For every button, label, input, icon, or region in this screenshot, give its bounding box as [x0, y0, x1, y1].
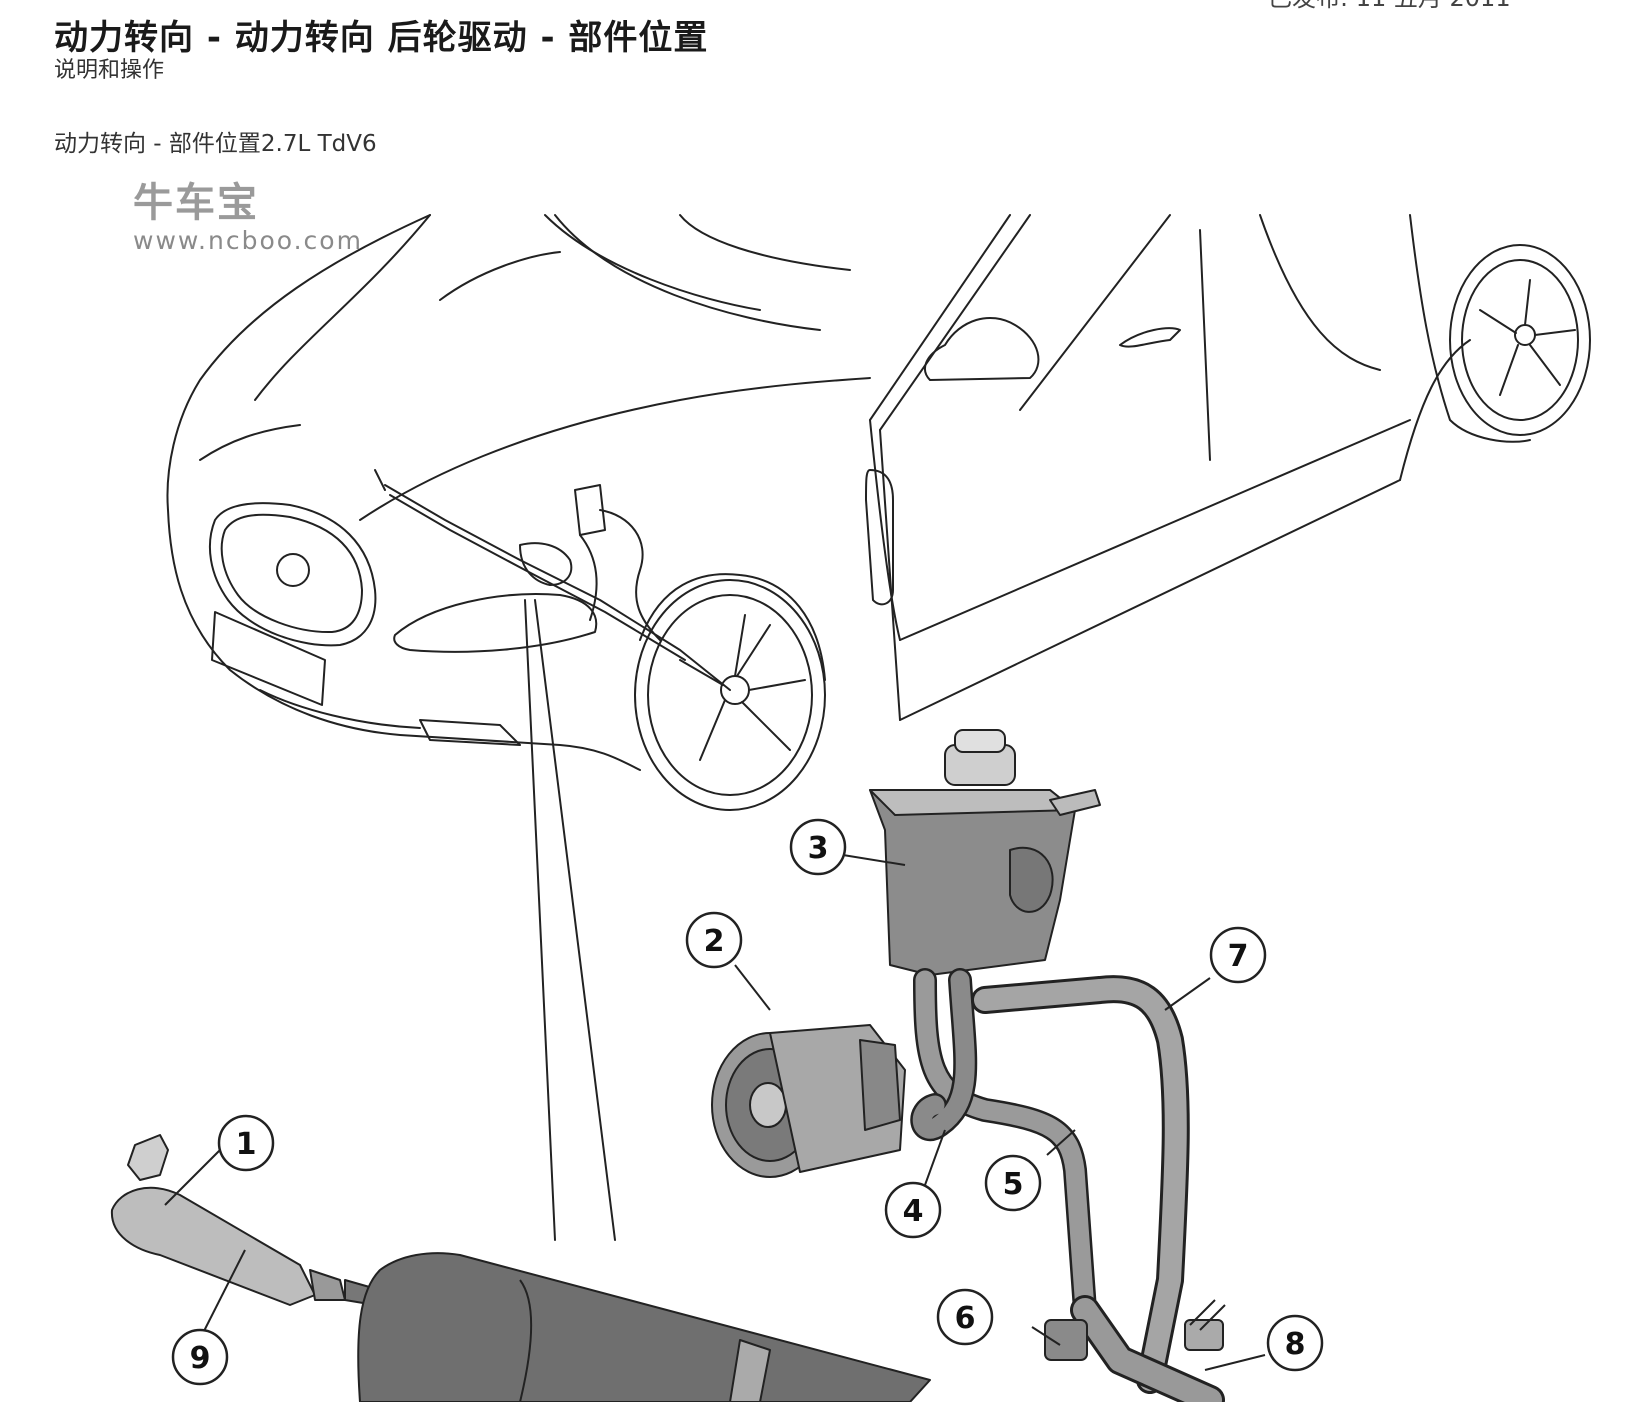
callout-8: 8 [1266, 1314, 1324, 1372]
callout-6: 6 [936, 1288, 994, 1346]
page-subtitle: 说明和操作 [54, 58, 165, 83]
callout-2: 2 [685, 911, 743, 969]
watermark-name: 牛车宝 [133, 180, 259, 226]
steering-rack-assembly [110, 1134, 931, 1402]
callout-leaders [164, 854, 1266, 1371]
watermark-url: www.ncboo.com [133, 226, 363, 255]
callout-9-label: 9 [190, 1341, 211, 1376]
callout-7: 7 [1209, 926, 1267, 984]
publish-date: 已发布: 11 五月 2011 [1268, 0, 1511, 13]
callout-6-label: 6 [955, 1301, 976, 1336]
callout-3: 3 [789, 818, 847, 876]
callout-3-label: 3 [808, 831, 829, 866]
fluid-reservoir [869, 729, 1101, 976]
callout-8-label: 8 [1285, 1327, 1306, 1362]
callout-2-label: 2 [704, 924, 725, 959]
callout-4-label: 4 [903, 1194, 924, 1229]
power-steering-pump [711, 1024, 906, 1178]
callout-5: 5 [984, 1154, 1042, 1212]
callout-7-label: 7 [1228, 939, 1249, 974]
section-title: 动力转向 - 部件位置2.7L TdV6 [54, 131, 377, 157]
callout-5-label: 5 [1003, 1167, 1024, 1202]
car-outline [166, 214, 1591, 1241]
callout-1-label: 1 [236, 1127, 257, 1162]
callout-4: 4 [884, 1181, 942, 1239]
page-title: 动力转向 - 动力转向 后轮驱动 - 部件位置 [54, 18, 709, 58]
hoses [910, 968, 1225, 1402]
callout-1: 1 [217, 1114, 275, 1172]
hose-fittings [1044, 1299, 1226, 1361]
callout-9: 9 [171, 1328, 229, 1386]
